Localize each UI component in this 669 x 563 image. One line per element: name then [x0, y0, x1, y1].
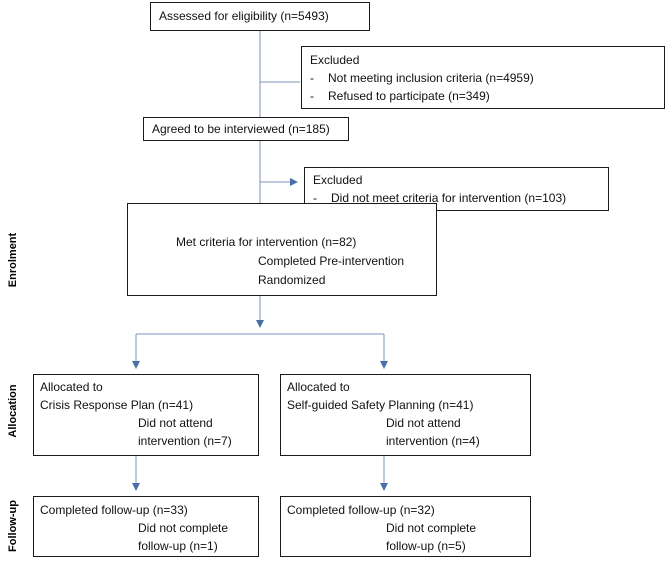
follow-right-line-1: Completed follow-up (n=32) — [287, 503, 435, 517]
assessed-box: Assessed for eligibility (n=5493) — [150, 2, 370, 31]
excluded-box-2: Excluded - Did not meet criteria for int… — [304, 167, 609, 211]
stage-label-followup: Follow-up — [7, 500, 19, 552]
alloc-right-line-2: Self-guided Safety Planning (n=41) — [287, 398, 474, 412]
excluded-2-item-1: Did not meet criteria for intervention (… — [331, 191, 567, 205]
met-criteria-box: Met criteria for intervention (n=82) Com… — [127, 203, 437, 296]
alloc-left-line-4: intervention (n=7) — [138, 434, 232, 448]
stage-label-enrolment: Enrolment — [7, 232, 19, 288]
followup-right-box: Completed follow-up (n=32) Did not compl… — [280, 496, 531, 557]
follow-left-line-3: follow-up (n=1) — [138, 539, 218, 553]
follow-left-line-2: Did not complete — [138, 521, 229, 535]
allocation-left-box: Allocated to Crisis Response Plan (n=41)… — [33, 374, 259, 456]
met-criteria-line-2: Completed Pre-intervention — [258, 254, 405, 268]
excluded-1-item-2: Refused to participate (n=349) — [328, 89, 490, 103]
alloc-left-line-3: Did not attend — [138, 416, 213, 430]
excluded-1-dash-1: - — [310, 71, 314, 85]
excluded-2-title: Excluded — [313, 173, 363, 187]
alloc-right-line-1: Allocated to — [287, 380, 350, 394]
agreed-box: Agreed to be interviewed (n=185) — [143, 117, 349, 141]
follow-right-line-2: Did not complete — [386, 521, 477, 535]
excluded-box-1: Excluded - Not meeting inclusion criteri… — [301, 46, 665, 109]
met-criteria-line-1: Met criteria for intervention (n=82) — [176, 235, 357, 249]
excluded-2-dash: - — [313, 191, 317, 205]
agreed-text: Agreed to be interviewed (n=185) — [152, 122, 330, 136]
excluded-1-title: Excluded — [310, 53, 360, 67]
met-criteria-line-3: Randomized — [258, 273, 326, 287]
follow-left-line-1: Completed follow-up (n=33) — [40, 503, 188, 517]
followup-left-box: Completed follow-up (n=33) Did not compl… — [33, 496, 259, 557]
alloc-right-line-3: Did not attend — [386, 416, 461, 430]
allocation-right-box: Allocated to Self-guided Safety Planning… — [280, 374, 531, 456]
alloc-right-line-4: intervention (n=4) — [386, 434, 480, 448]
excluded-1-dash-2: - — [310, 89, 314, 103]
alloc-left-line-1: Allocated to — [40, 380, 103, 394]
excluded-1-item-1: Not meeting inclusion criteria (n=4959) — [328, 71, 534, 85]
assessed-text: Assessed for eligibility (n=5493) — [159, 9, 329, 23]
follow-right-line-3: follow-up (n=5) — [386, 539, 466, 553]
alloc-left-line-2: Crisis Response Plan (n=41) — [40, 398, 194, 412]
stage-label-allocation: Allocation — [7, 384, 19, 438]
